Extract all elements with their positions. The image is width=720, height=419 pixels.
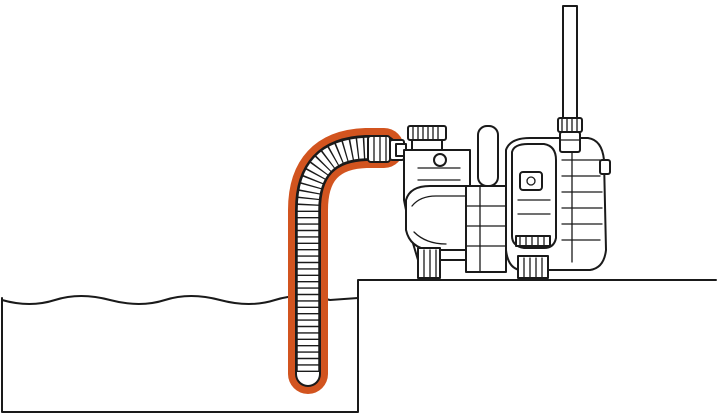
ground-ledge-icon [1,279,717,413]
suction-hose-icon [288,128,404,394]
discharge-pipe-icon [557,5,583,153]
pump-icon [389,125,611,279]
water-surface-icon [1,295,359,305]
control-button-icon [519,171,543,191]
hose-coupling-icon [367,135,391,163]
fill-cap-icon [407,125,447,141]
